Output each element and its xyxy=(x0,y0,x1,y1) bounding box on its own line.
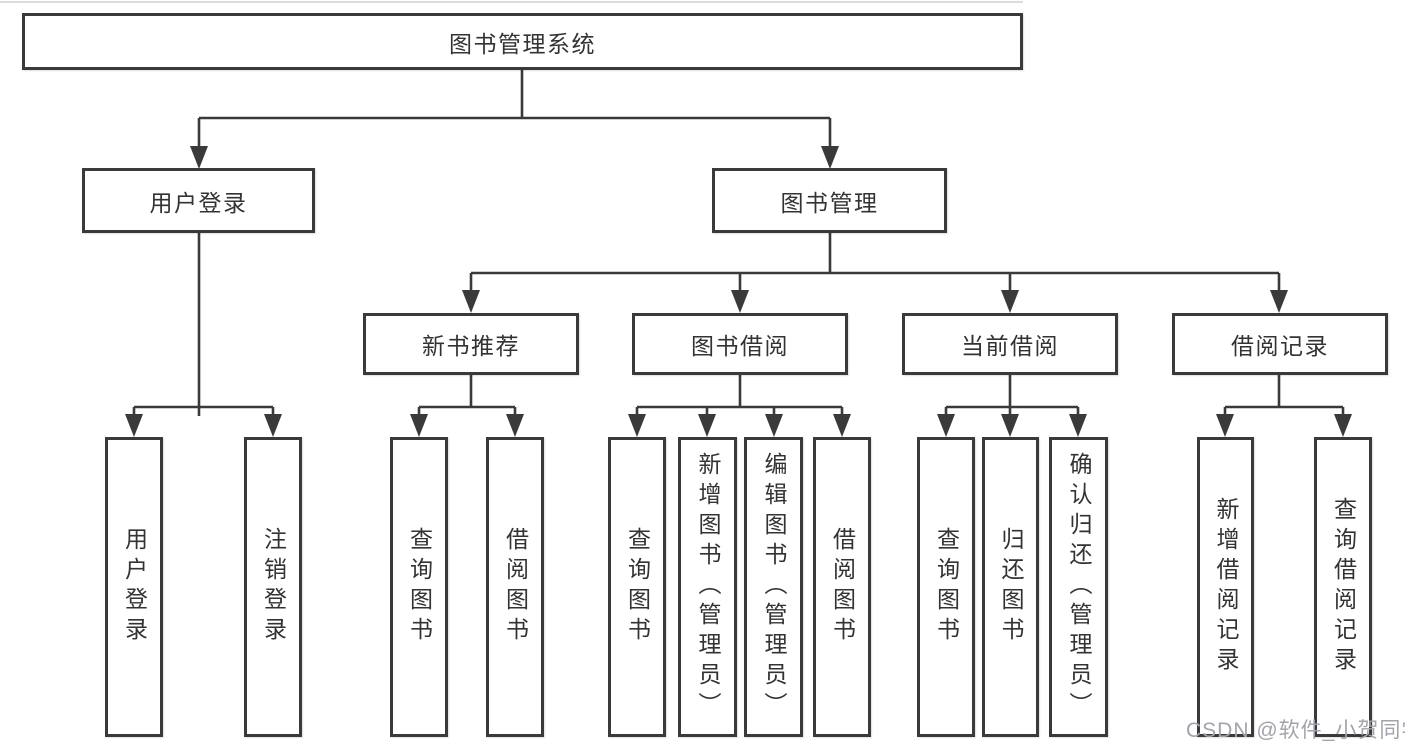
leaf-borrowing-add-book-admin: 新增图书（管理员） xyxy=(678,437,737,737)
node-borrowing-records: 借阅记录 xyxy=(1172,313,1388,375)
node-book-management: 图书管理 xyxy=(712,168,947,233)
node-book-borrowing: 图书借阅 xyxy=(632,313,848,375)
leaf-newbooks-query-books: 查询图书 xyxy=(390,437,448,737)
leaf-borrowing-borrow-books: 借阅图书 xyxy=(813,437,871,737)
leaf-current-query-books: 查询图书 xyxy=(917,437,975,737)
node-user-login: 用户登录 xyxy=(82,168,315,233)
node-library-management-system: 图书管理系统 xyxy=(22,13,1023,70)
leaf-user-login: 用户登录 xyxy=(105,437,163,737)
leaf-logout-login: 注销登录 xyxy=(244,437,302,737)
node-new-book-recommendation: 新书推荐 xyxy=(363,313,579,375)
leaf-current-return-books: 归还图书 xyxy=(982,437,1039,737)
top-edge-line xyxy=(0,1,1023,3)
node-current-borrowing: 当前借阅 xyxy=(902,313,1118,375)
leaf-current-confirm-return-admin: 确认归还（管理员） xyxy=(1049,437,1108,737)
leaf-newbooks-borrow-books: 借阅图书 xyxy=(486,437,544,737)
watermark: CSDN @软件_小贺同学 xyxy=(1186,719,1405,742)
leaf-records-query-borrow-record: 查询借阅记录 xyxy=(1314,437,1372,737)
leaf-records-add-borrow-record: 新增借阅记录 xyxy=(1197,437,1254,737)
leaf-borrowing-edit-book-admin: 编辑图书（管理员） xyxy=(744,437,803,737)
leaf-borrowing-query-books: 查询图书 xyxy=(608,437,666,737)
